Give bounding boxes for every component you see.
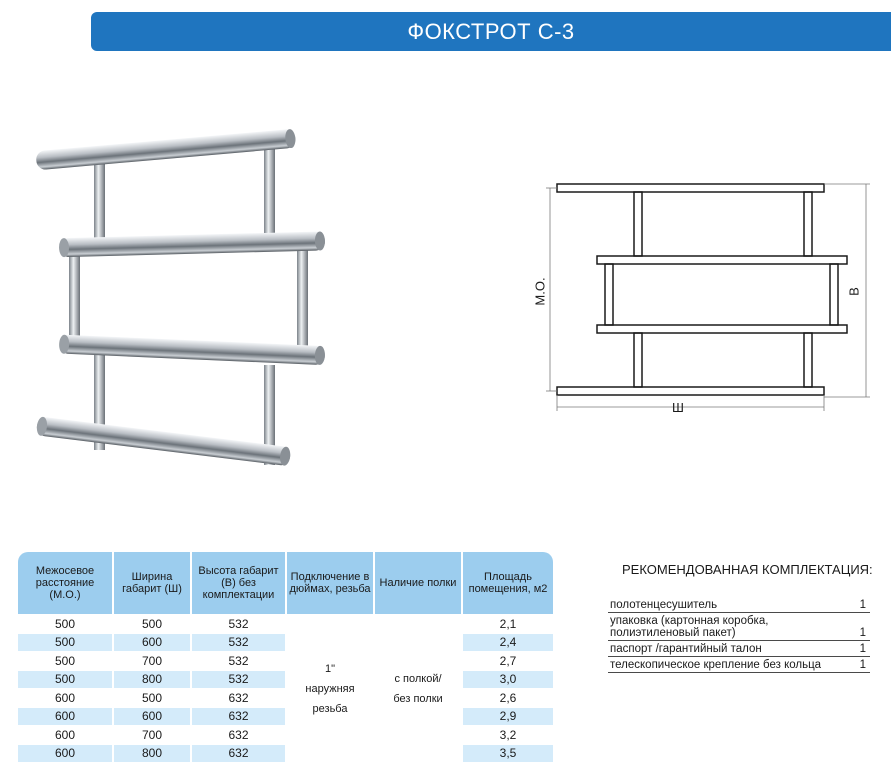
kit-item-name: упаковка (картонная коробка, полиэтилено…: [608, 612, 846, 641]
kit-row: паспорт /гарантийный талон 1: [608, 640, 870, 657]
cell-height: 632: [192, 688, 287, 707]
connection-line: наружняя: [305, 682, 355, 695]
header-shelf: Наличие полки: [375, 552, 463, 614]
table-row: 500 500 532 1" наружняя резьба с полкой/…: [18, 614, 553, 762]
kit-item-name: телескопическое крепление без кольца: [608, 656, 846, 673]
table-row: 500 800 532 3,0: [18, 669, 553, 688]
cell-mo: 600: [18, 706, 114, 725]
cell-height: 532: [192, 632, 287, 651]
header-area: Площадь помещения, м2: [463, 552, 553, 614]
kit-item-name: паспорт /гарантийный талон: [608, 640, 846, 657]
table-row: 600 700 632 3,2: [18, 725, 553, 744]
table-row: 600 600 632 2,9: [18, 706, 553, 725]
shelf-cell: с полкой/ без полки: [375, 614, 463, 762]
table-row: 500 600 532 2,4: [18, 632, 553, 651]
cell-mo: 500: [18, 614, 114, 633]
table-row: 600 500 632 2,6: [18, 688, 553, 707]
cell-area: 3,2: [463, 725, 553, 744]
page-title: ФОКСТРОТ С-3: [407, 18, 575, 44]
kit-row: полотенцесушитель 1: [608, 597, 870, 613]
cell-height: 632: [192, 743, 287, 762]
cell-mo: 600: [18, 725, 114, 744]
kit-item-name: полотенцесушитель: [608, 597, 846, 613]
cell-width: 600: [114, 706, 192, 725]
connection-line: 1": [324, 662, 336, 675]
cell-area: 3,0: [463, 669, 553, 688]
kit-title: РЕКОМЕНДОВАННАЯ КОМПЛЕКТАЦИЯ:: [622, 562, 873, 577]
cell-height: 532: [192, 669, 287, 688]
table-row: 500 700 532 2,7: [18, 651, 553, 670]
cell-mo: 500: [18, 632, 114, 651]
dimension-drawing: [546, 183, 870, 411]
cell-width: 700: [114, 725, 192, 744]
cell-height: 632: [192, 725, 287, 744]
table-header-row: Межосевое расстояние (М.О.) Ширина габар…: [18, 552, 553, 614]
cell-mo: 600: [18, 743, 114, 762]
cell-width: 800: [114, 743, 192, 762]
cell-mo: 600: [18, 688, 114, 707]
title-bar: ФОКСТРОТ С-3: [91, 12, 891, 51]
kit-item-qty: 1: [846, 640, 870, 657]
cell-mo: 500: [18, 651, 114, 670]
cell-area: 2,7: [463, 651, 553, 670]
label-b: В: [846, 287, 862, 296]
header-mo: Межосевое расстояние (М.О.): [18, 552, 114, 614]
table-row: 600 800 632 3,5: [18, 743, 553, 762]
cell-height: 532: [192, 614, 287, 633]
connection-cell: 1" наружняя резьба: [287, 614, 375, 762]
cell-width: 500: [114, 688, 192, 707]
header-width: Ширина габарит (Ш): [114, 552, 192, 614]
cell-area: 2,6: [463, 688, 553, 707]
cell-mo: 500: [18, 669, 114, 688]
cell-width: 800: [114, 669, 192, 688]
cell-width: 700: [114, 651, 192, 670]
kit-row: упаковка (картонная коробка, полиэтилено…: [608, 612, 870, 641]
cell-height: 532: [192, 651, 287, 670]
kit-table: полотенцесушитель 1 упаковка (картонная …: [608, 597, 870, 673]
header-connection: Подключение в дюймах, резьба: [287, 552, 375, 614]
cell-area: 3,5: [463, 743, 553, 762]
cell-height: 632: [192, 706, 287, 725]
header-height: Высота габарит (В) без комплектации: [192, 552, 287, 614]
cell-width: 600: [114, 632, 192, 651]
kit-row: телескопическое крепление без кольца 1: [608, 656, 870, 673]
label-w: Ш: [672, 400, 684, 415]
kit-item-qty: 1: [846, 612, 870, 641]
spec-table: Межосевое расстояние (М.О.) Ширина габар…: [18, 552, 553, 762]
label-mo: М.О.: [532, 277, 548, 306]
cell-area: 2,9: [463, 706, 553, 725]
cell-area: 2,4: [463, 632, 553, 651]
towel-rail-image: [36, 129, 325, 466]
shelf-line: с полкой/: [394, 672, 442, 685]
kit-item-qty: 1: [846, 656, 870, 673]
cell-area: 2,1: [463, 614, 553, 633]
kit-item-qty: 1: [846, 597, 870, 613]
shelf-line: без полки: [393, 692, 443, 705]
cell-width: 500: [114, 614, 192, 633]
connection-line: резьба: [312, 702, 348, 715]
